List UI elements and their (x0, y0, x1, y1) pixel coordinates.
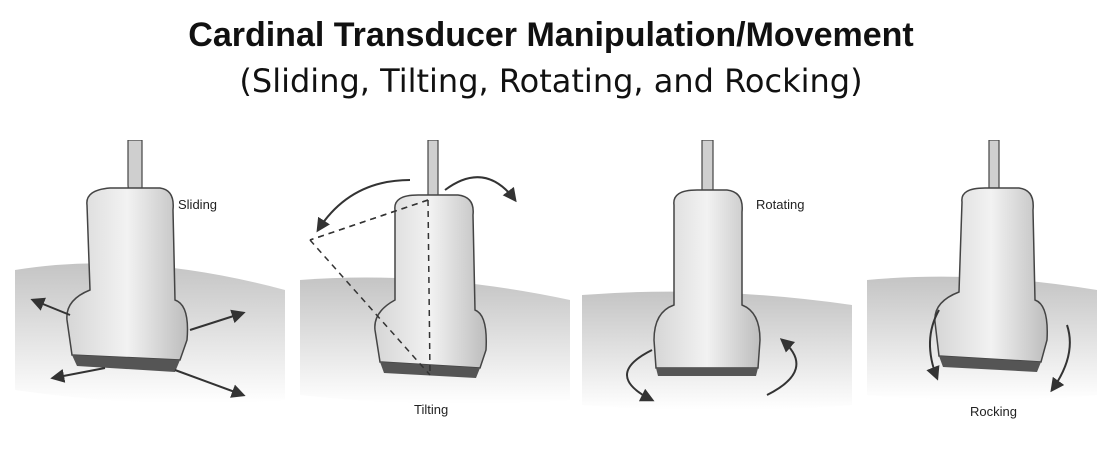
label-rocking: Rocking (970, 404, 1017, 419)
diagram-title: Cardinal Transducer Manipulation/Movemen… (188, 16, 914, 54)
diagram-subtitle: (Sliding, Tilting, Rotating, and Rocking… (239, 62, 863, 100)
label-tilting: Tilting (414, 402, 449, 417)
transducer-footprint (72, 355, 180, 372)
panel-rocking: Rocking (867, 140, 1102, 440)
panel-rotating: Rotating (582, 140, 852, 440)
label-sliding: Sliding (178, 197, 218, 212)
panel-tilting: Tilting (300, 140, 570, 440)
rocking-illustration (867, 140, 1097, 400)
sliding-illustration (15, 140, 285, 404)
transducer-body (653, 189, 761, 369)
transducer-cable (427, 140, 439, 203)
label-rotating: Rotating (756, 197, 805, 212)
panel-sliding: Sliding (15, 140, 285, 440)
transducer-cable (127, 140, 143, 196)
transducer-footprint (656, 368, 758, 376)
tilting-illustration (300, 140, 570, 404)
rotating-illustration (582, 140, 852, 410)
transducer-body (934, 187, 1048, 363)
transducer-body (374, 194, 488, 369)
transducer-footprint (939, 356, 1041, 372)
transducer-body (66, 187, 189, 361)
